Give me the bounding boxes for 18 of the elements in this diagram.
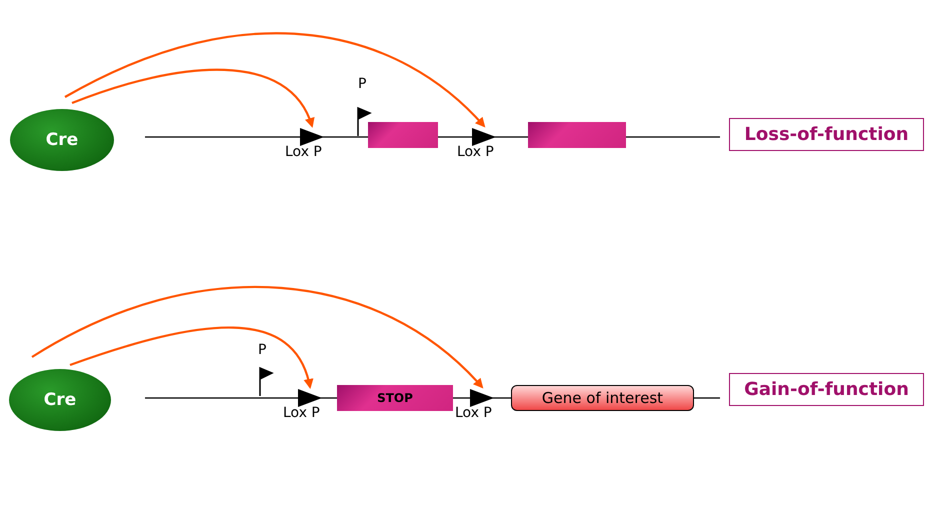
- exon-bar: [528, 122, 626, 148]
- loxp-label: Lox P: [283, 405, 320, 421]
- arrow: [64, 32, 486, 128]
- exon-bar: [368, 122, 438, 148]
- outcome-box: Gain-of-function: [729, 373, 924, 406]
- loxp-label: Lox P: [285, 144, 322, 160]
- promoter-label: P: [358, 76, 366, 92]
- arrow: [31, 286, 484, 388]
- loxp-label: Lox P: [457, 144, 494, 160]
- stop-cassette-bar: STOP: [337, 385, 453, 411]
- enzyme-ellipse: Cre: [9, 369, 111, 431]
- loxp-label: Lox P: [455, 405, 492, 421]
- arrow: [70, 326, 313, 389]
- gene-box: Gene of interest: [511, 385, 694, 411]
- enzyme-ellipse: Cre: [10, 109, 114, 171]
- outcome-box: Loss-of-function: [729, 118, 924, 151]
- arrow: [72, 68, 314, 128]
- promoter-label: P: [258, 342, 266, 358]
